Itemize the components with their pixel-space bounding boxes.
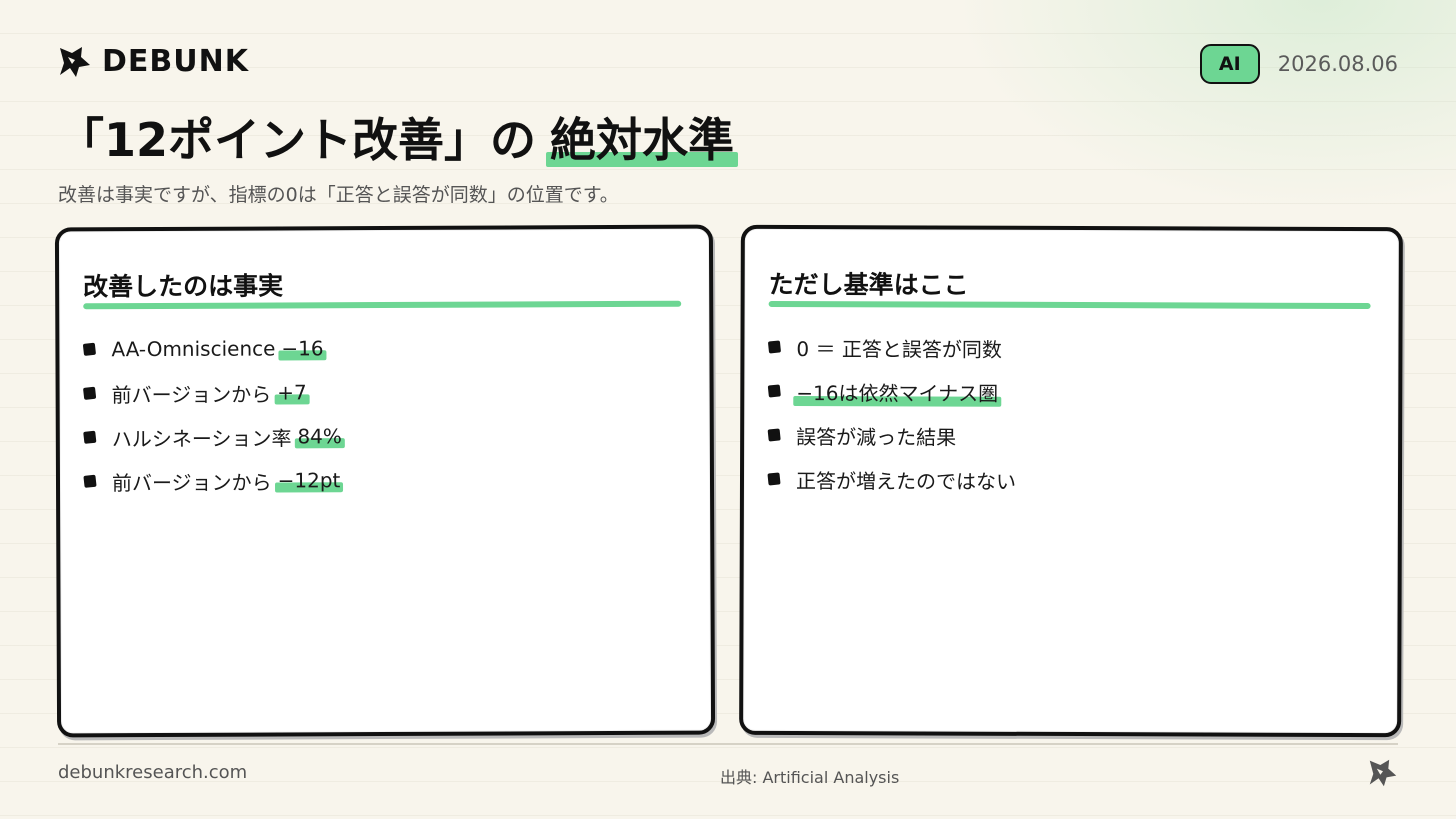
list-item-value: +7 [277,380,307,404]
header-meta: AI 2026.08.06 [1199,44,1398,84]
left-card: 改善したのは事実 AA-Omniscience −16 前バージョンから +7 … [54,224,716,738]
list-item-text: 0 ＝ 正答と誤答が同数 [796,336,1002,362]
left-card-title: 改善したのは事実 [83,271,284,302]
bullet-icon [767,384,781,398]
list-item: 前バージョンから −12pt [83,458,342,503]
brand-name: DEBUNK [102,44,249,79]
right-card-underline [768,300,1371,310]
list-item-value-text: +7 [277,380,307,405]
bullet-icon [83,430,97,444]
debunk-star-icon [1369,759,1397,787]
list-item-value-text: −16 [281,336,324,361]
header: DEBUNK AI 2026.08.06 [58,44,1398,84]
site-link[interactable]: debunkresearch.com [58,762,248,783]
list-item-text: 前バージョンから [111,381,272,407]
list-item-value-text: 84% [297,424,342,449]
list-item-text: 前バージョンから [111,469,272,495]
page-title: 「12ポイント改善」の 絶対水準 [58,104,739,170]
list-item-text: −16は依然マイナス圏 [796,380,999,406]
list-item: 誤答が減った結果 [767,413,1016,458]
list-item-highlight: −16は依然マイナス圏 [796,377,998,407]
footer-logo [1368,758,1398,792]
category-badge: AI [1199,44,1260,84]
list-item: 正答が増えたのではない [767,457,1017,502]
page-title-highlight-text: 絶対水準 [550,113,735,167]
list-item: −16は依然マイナス圏 [767,369,1016,414]
source-credit: 出典: Artificial Analysis [720,768,900,787]
left-card-underline [83,300,682,310]
list-item-text: AA-Omniscience [111,336,276,362]
debunk-star-icon [60,46,90,77]
right-card: ただし基準はここ 0 ＝ 正答と誤答が同数 −16は依然マイナス圏 誤答が減った… [739,224,1403,738]
bullet-icon [82,386,97,400]
left-card-list: AA-Omniscience −16 前バージョンから +7 ハルシネーション率… [82,326,342,503]
right-card-list: 0 ＝ 正答と誤答が同数 −16は依然マイナス圏 誤答が減った結果 正答が増えた… [767,325,1017,502]
list-item: 0 ＝ 正答と誤答が同数 [767,325,1016,370]
list-item-text: 誤答が減った結果 [796,424,957,450]
bullet-icon [82,342,97,356]
list-item: 前バージョンから +7 [82,370,342,415]
footer-divider [58,743,1398,745]
page-title-main: 「12ポイント改善」の [58,113,537,167]
list-item-value-text: −12pt [277,468,341,493]
page-subtitle: 改善は事実ですが、指標の0は「正答と誤答が同数」の位置です。 [58,184,619,206]
list-item-value: 84% [297,424,342,448]
list-item: ハルシネーション率 84% [83,414,342,459]
page-title-highlight: 絶対水準 [546,104,739,170]
bullet-icon [767,340,782,354]
publish-date: 2026.08.06 [1277,52,1398,76]
right-card-title: ただし基準はここ [768,269,969,300]
list-item-value: −12pt [278,468,341,492]
bullet-icon [767,472,781,486]
brand-logo[interactable]: DEBUNK [58,44,249,79]
bullet-icon [83,474,97,488]
list-item: AA-Omniscience −16 [82,326,341,371]
list-item-value: −16 [281,336,323,360]
bullet-icon [767,428,781,442]
list-item-text: ハルシネーション率 [111,425,292,451]
list-item-text: 正答が増えたのではない [795,468,1017,494]
